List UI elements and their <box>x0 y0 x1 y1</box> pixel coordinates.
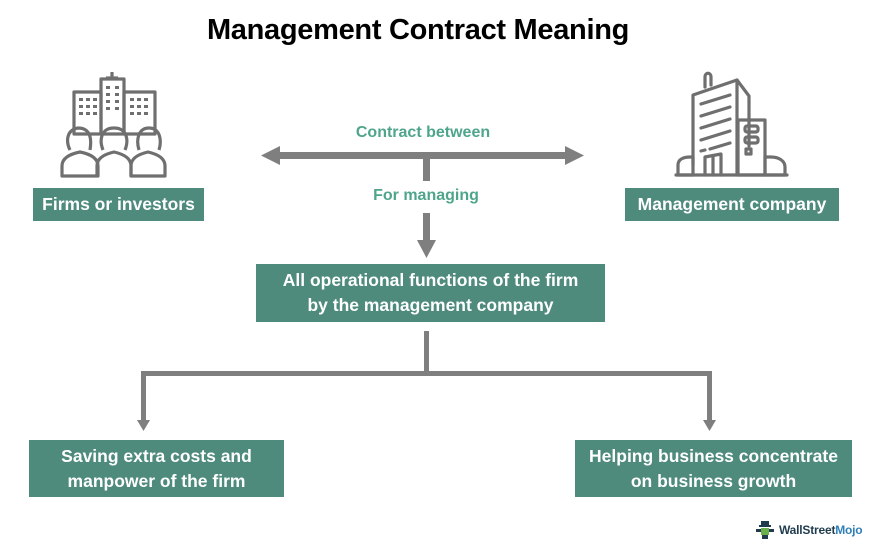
page-title: Management Contract Meaning <box>206 14 630 46</box>
brand-name-part1: WallStreet <box>779 523 836 537</box>
contract-line <box>272 152 572 159</box>
center-line-2: by the management company <box>307 295 554 315</box>
outcome-savings-line-1: Saving extra costs and <box>61 445 252 466</box>
brand-name-part2: Mojo <box>835 523 863 537</box>
firms-investors-label: Firms or investors <box>42 194 195 214</box>
outcome-box-growth: Helping business concentrate on business… <box>575 440 852 497</box>
down-arrowhead-center <box>417 240 436 258</box>
brand-logo: WallStreetMojo <box>754 520 863 540</box>
operational-functions-box: All operational functions of the firm by… <box>256 264 605 322</box>
management-company-label: Management company <box>637 194 827 214</box>
right-outcome-arrowhead <box>703 420 716 431</box>
mascot-icon <box>756 521 774 539</box>
management-company-box: Management company <box>625 188 839 221</box>
right-arrowhead <box>565 146 584 165</box>
for-managing-label: For managing <box>373 187 479 204</box>
firms-investors-box: Firms or investors <box>33 188 204 221</box>
outcome-box-savings: Saving extra costs and manpower of the f… <box>29 440 284 497</box>
brand-name: WallStreetMojo <box>779 523 863 537</box>
outcome-savings-line-2: manpower of the firm <box>67 470 246 491</box>
left-arrowhead <box>261 146 280 165</box>
branch-horizontal <box>141 371 712 376</box>
stem-upper <box>423 158 430 181</box>
outcome-growth-line-2: on business growth <box>630 470 797 491</box>
branch-right-drop <box>707 371 712 423</box>
left-outcome-arrowhead <box>137 420 150 431</box>
contract-between-label: Contract between <box>355 124 491 141</box>
stem-lower <box>423 213 430 243</box>
branch-left-drop <box>141 371 146 423</box>
branch-stem <box>424 331 429 373</box>
outcome-growth-line-1: Helping business concentrate <box>589 445 838 466</box>
center-line-1: All operational functions of the firm <box>282 270 579 290</box>
